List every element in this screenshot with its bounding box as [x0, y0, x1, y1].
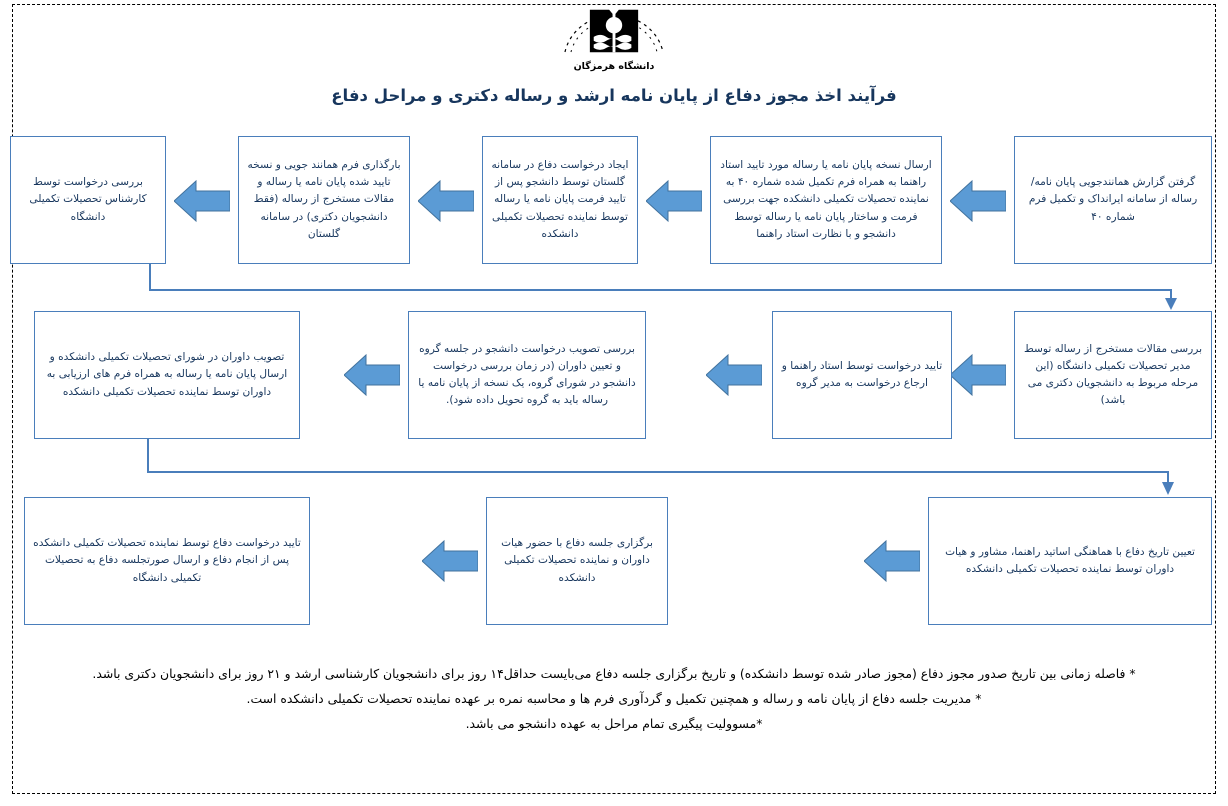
connector-row2-to-row3 [146, 439, 1206, 497]
flow-arrow-6 [706, 352, 762, 398]
flow-arrow-7 [344, 352, 400, 398]
flow-node-1[interactable]: گرفتن گزارش همانندجویی پایان نامه/ رساله… [1014, 136, 1212, 264]
elbow-connector-arrow-icon [149, 264, 1177, 310]
flow-node-12[interactable]: تایید درخواست دفاع توسط نماینده تحصیلات … [24, 497, 310, 625]
flow-node-4[interactable]: بارگذاری فرم همانند جویی و نسخه تایید شد… [238, 136, 410, 264]
flow-node-8[interactable]: بررسی تصویب درخواست دانشجو در جلسه گروه … [408, 311, 646, 439]
flow-node-12-label: تایید درخواست دفاع توسط نماینده تحصیلات … [33, 537, 301, 584]
flow-arrow-3 [418, 178, 474, 224]
flow-node-6[interactable]: بررسی مقالات مستخرج از رساله توسط مدیر ت… [1014, 311, 1212, 439]
flow-node-11[interactable]: برگزاری جلسه دفاع با حضور هیات داوران و … [486, 497, 668, 625]
flow-arrow-5 [950, 352, 1006, 398]
footnote-1: * فاصله زمانی بین تاریخ صدور مجوز دفاع (… [92, 666, 1136, 681]
flow-node-7[interactable]: تایید درخواست توسط استاد راهنما و ارجاع … [772, 311, 952, 439]
page-border [12, 4, 1216, 794]
flow-node-5-label: بررسی درخواست توسط کارشناس تحصیلات تکمیل… [29, 176, 147, 223]
flow-node-10[interactable]: تعیین تاریخ دفاع با هماهنگی اساتید راهنم… [928, 497, 1212, 625]
flow-arrow-2 [646, 178, 702, 224]
flow-node-10-label: تعیین تاریخ دفاع با هماهنگی اساتید راهنم… [945, 545, 1195, 575]
flow-arrow-4 [174, 178, 230, 224]
flow-node-6-label: بررسی مقالات مستخرج از رساله توسط مدیر ت… [1023, 342, 1203, 407]
flow-node-11-label: برگزاری جلسه دفاع با حضور هیات داوران و … [501, 537, 653, 584]
flow-arrow-9 [422, 538, 478, 584]
flow-arrow-8 [864, 538, 920, 584]
flow-node-5[interactable]: بررسی درخواست توسط کارشناس تحصیلات تکمیل… [10, 136, 166, 264]
flow-node-3-label: ایجاد درخواست دفاع در سامانه گلستان توسط… [491, 159, 629, 240]
flow-node-3[interactable]: ایجاد درخواست دفاع در سامانه گلستان توسط… [482, 136, 638, 264]
connector-row1-to-row2 [148, 264, 1204, 312]
university-logo: دانشگاه هرمزگان [0, 2, 1228, 80]
footnote-2: * مدیریت جلسه دفاع از پایان نامه و رساله… [246, 690, 982, 706]
flow-node-1-label: گرفتن گزارش همانندجویی پایان نامه/ رساله… [1028, 176, 1198, 223]
flow-node-7-label: تایید درخواست توسط استاد راهنما و ارجاع … [781, 359, 943, 389]
book-emblem-glyph-icon [589, 9, 639, 53]
footnotes: * فاصله زمانی بین تاریخ صدور مجوز دفاع (… [24, 662, 1204, 736]
elbow-connector-arrow-icon [147, 439, 1174, 495]
university-name: دانشگاه هرمزگان [573, 61, 655, 72]
page-title: فرآیند اخذ مجوز دفاع از پایان نامه ارشد … [331, 86, 897, 105]
flow-node-8-label: بررسی تصویب درخواست دانشجو در جلسه گروه … [418, 342, 636, 407]
footnote-3: *مسوولیت پیگیری تمام مراحل به عهده دانشج… [465, 715, 763, 731]
flow-arrow-1 [950, 178, 1006, 224]
university-book-emblem-icon [564, 2, 664, 60]
flow-node-9-label: تصویب داوران در شورای تحصیلات تکمیلی دان… [46, 351, 288, 398]
flow-node-2[interactable]: ارسال نسخه پایان نامه یا رساله مورد تایی… [710, 136, 942, 264]
flow-node-4-label: بارگذاری فرم همانند جویی و نسخه تایید شد… [247, 159, 401, 240]
flow-node-9[interactable]: تصویب داوران در شورای تحصیلات تکمیلی دان… [34, 311, 300, 439]
flow-node-2-label: ارسال نسخه پایان نامه یا رساله مورد تایی… [720, 159, 932, 240]
